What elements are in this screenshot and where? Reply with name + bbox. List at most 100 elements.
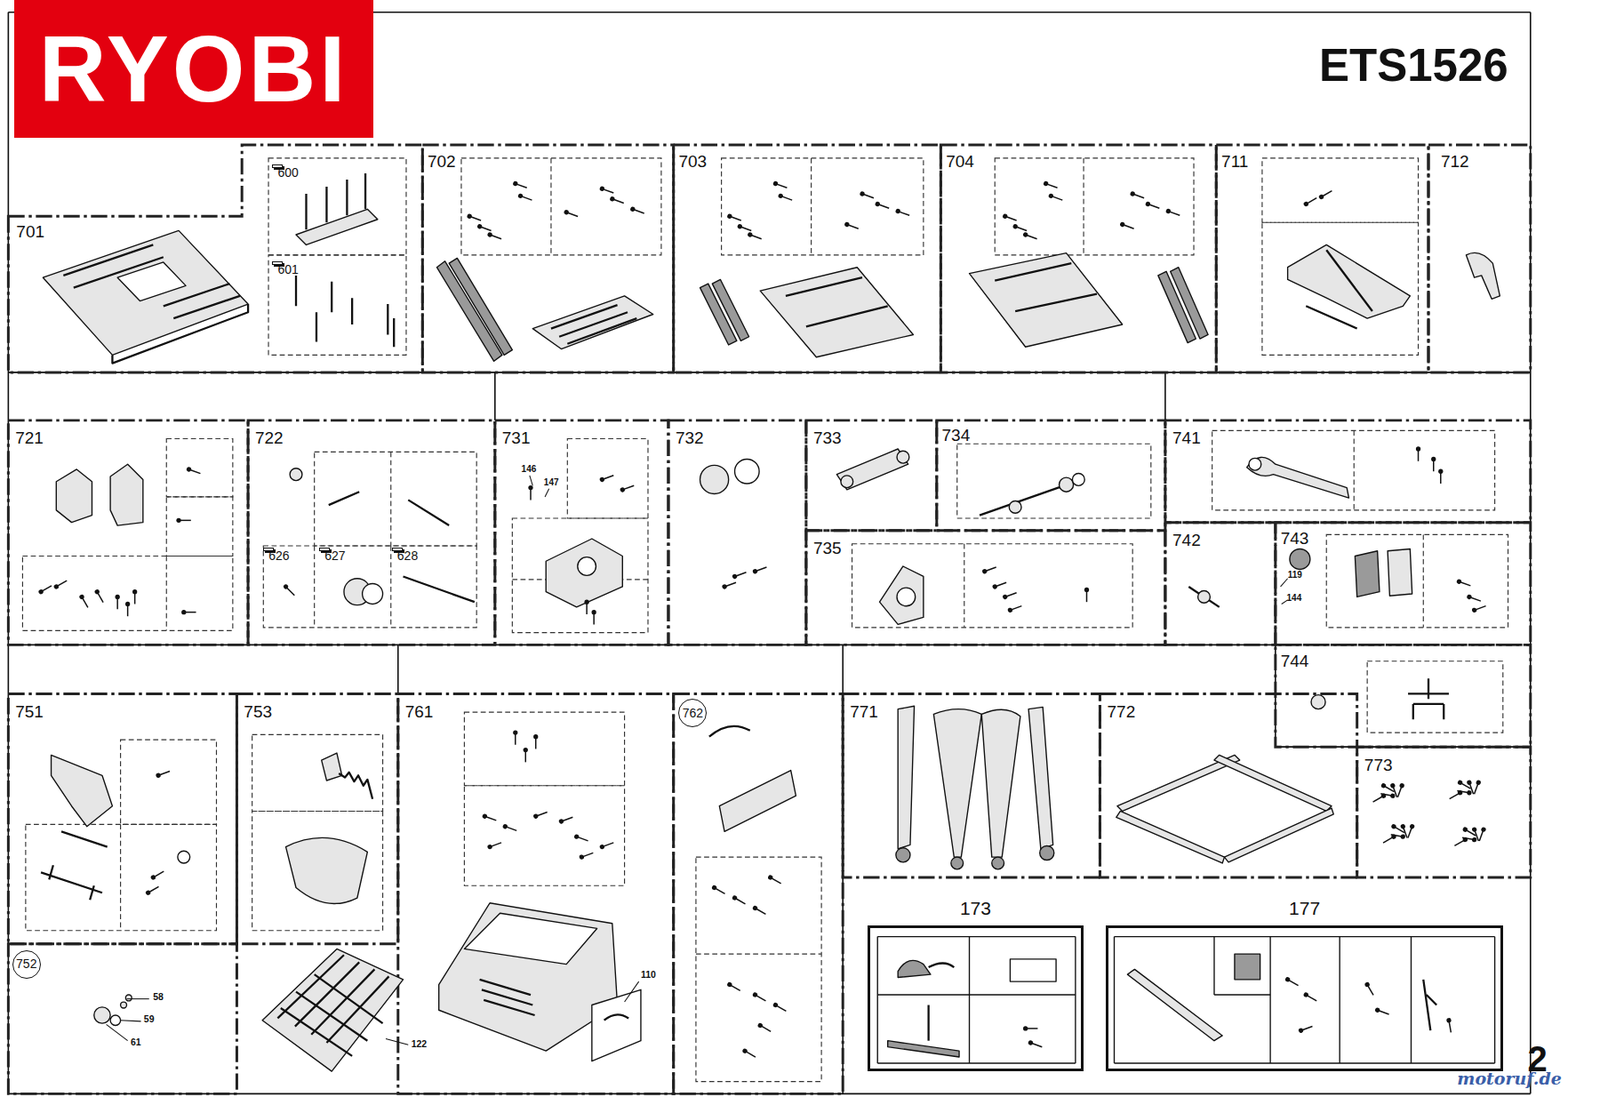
screw-head xyxy=(1007,607,1014,614)
panel-frame xyxy=(8,693,237,944)
group-number: 761 xyxy=(405,703,434,722)
sub-group-divider xyxy=(810,158,812,256)
part-sketch xyxy=(592,989,641,1061)
sub-group-box xyxy=(1326,534,1508,627)
screw-symbol xyxy=(523,747,528,762)
screw-head xyxy=(1400,823,1407,830)
screw-head xyxy=(1303,200,1310,208)
part-sketch xyxy=(1214,754,1332,811)
panel-frame xyxy=(1275,522,1531,646)
sub-group-box xyxy=(567,439,648,520)
part-group-panel: 743 xyxy=(1275,522,1531,646)
group-number: 733 xyxy=(813,429,842,448)
part-sketch xyxy=(51,754,113,826)
part-sketch xyxy=(42,230,248,355)
part-sketch xyxy=(604,1014,630,1020)
panel-frame xyxy=(668,420,807,646)
part-sketch xyxy=(981,709,1021,857)
screw-head xyxy=(558,818,565,825)
screw-head xyxy=(1466,790,1472,796)
part-sketch xyxy=(56,469,92,523)
part-sketch xyxy=(112,304,248,364)
part-sketch xyxy=(1423,979,1437,1031)
screw-head xyxy=(619,487,626,494)
part-sketch xyxy=(120,1001,128,1008)
screw-head xyxy=(752,568,759,575)
part-sketch xyxy=(712,279,749,341)
screw-symbol xyxy=(752,991,768,1003)
screw-symbol xyxy=(1456,788,1472,796)
sub-group-box xyxy=(25,824,217,930)
screw-symbol xyxy=(1431,456,1436,472)
screw-symbol xyxy=(150,869,166,881)
part-sketch xyxy=(286,837,368,904)
screw-head xyxy=(573,833,580,840)
callout-number: 144 xyxy=(1287,592,1303,603)
screw-head xyxy=(1399,782,1406,789)
panel-frame xyxy=(1216,144,1429,373)
part-sketch xyxy=(94,1007,111,1024)
part-sketch xyxy=(1248,457,1262,471)
panel-frame xyxy=(806,530,1166,646)
screw-symbol xyxy=(757,1022,773,1034)
part-sketch xyxy=(1289,548,1311,569)
screw-head xyxy=(1129,191,1136,198)
screw-symbol xyxy=(1303,195,1319,208)
part-sketch xyxy=(328,491,449,526)
leader-line xyxy=(529,475,533,486)
screw-symbol xyxy=(1119,221,1135,232)
part-group-panel: 703 xyxy=(673,144,942,373)
screw-symbol xyxy=(608,195,624,206)
callout-number: 110 xyxy=(640,969,656,981)
screw-head xyxy=(1475,779,1482,786)
callout-number: 600 xyxy=(277,166,298,180)
group-number: 177 xyxy=(1288,897,1320,919)
sub-group-box xyxy=(120,739,217,824)
screw-head xyxy=(1364,981,1371,988)
screw-head xyxy=(767,873,774,880)
sub-group-divider xyxy=(120,824,121,930)
part-sketch xyxy=(551,304,637,344)
cell-line xyxy=(1269,936,1271,1064)
screw-head xyxy=(94,588,101,595)
part-sketch xyxy=(448,257,512,355)
part-sketch xyxy=(1188,586,1219,608)
screw-head xyxy=(523,747,528,752)
sub-group-divider xyxy=(390,451,392,546)
screw-head xyxy=(1084,587,1089,592)
screw-head xyxy=(629,206,636,213)
screw-head xyxy=(1144,200,1152,208)
panel-frame xyxy=(248,420,496,646)
cell-line xyxy=(968,936,970,1064)
callout-number: 628 xyxy=(397,549,418,563)
sub-group-box xyxy=(464,785,624,886)
screw-head xyxy=(1446,1017,1452,1024)
screw-head xyxy=(1022,232,1029,239)
callout-number: 626 xyxy=(268,549,289,563)
part-sketch xyxy=(719,770,796,832)
screw-symbol xyxy=(1129,191,1145,201)
screw-symbol xyxy=(532,809,548,820)
screw-symbol xyxy=(1438,469,1443,484)
screw-head xyxy=(599,476,606,483)
screw-head xyxy=(37,588,44,595)
part-group-panel: 735 xyxy=(806,530,1166,646)
screw-head xyxy=(1001,213,1008,220)
sub-group-box xyxy=(22,556,232,632)
part-sketch xyxy=(177,850,191,864)
screw-symbol xyxy=(563,208,579,219)
screw-symbol xyxy=(1466,593,1482,604)
cell-line xyxy=(1338,936,1340,1064)
panel-frame xyxy=(8,144,423,373)
part-sketch xyxy=(532,296,653,350)
part-sketch xyxy=(760,267,913,358)
screw-head xyxy=(155,772,162,779)
cell-line xyxy=(1214,993,1271,995)
cell-line xyxy=(1114,1062,1496,1064)
sub-group-box xyxy=(852,544,1134,628)
part-sketch xyxy=(321,752,343,781)
screw-head xyxy=(731,573,738,580)
screw-head xyxy=(592,609,597,615)
sub-group-box xyxy=(512,518,648,633)
